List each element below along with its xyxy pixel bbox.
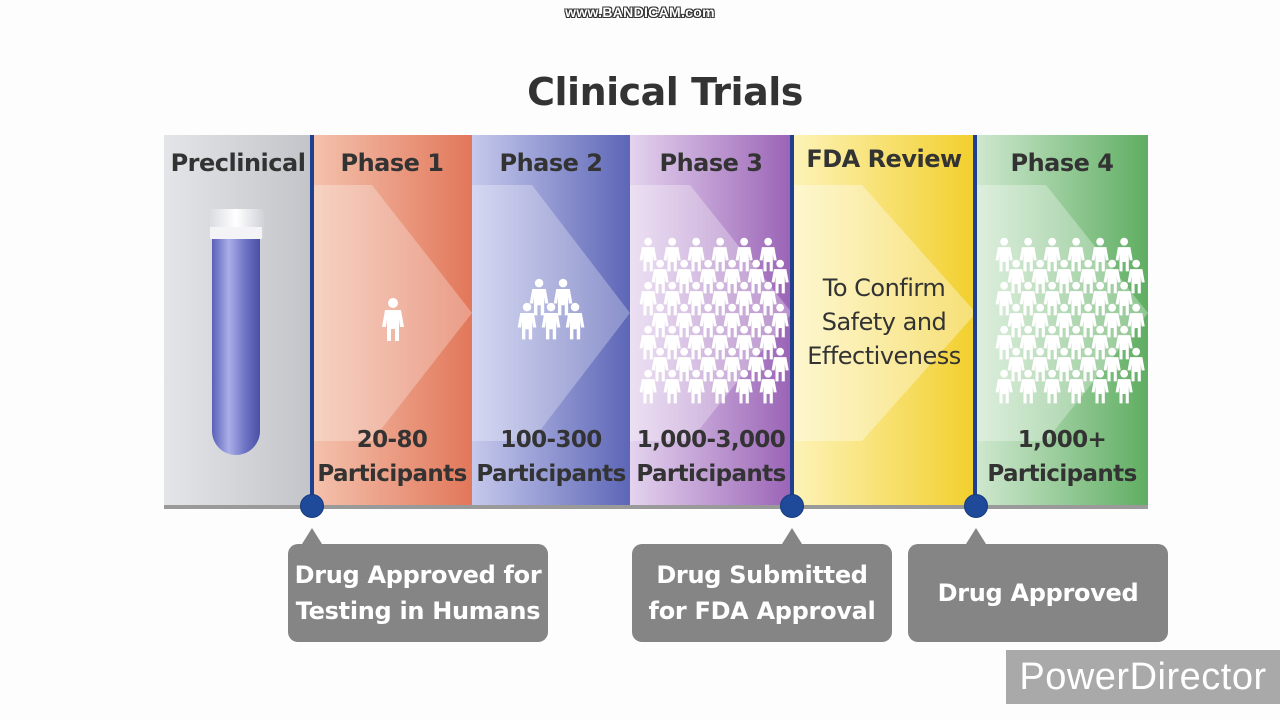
callout-text: for FDA Approval — [648, 597, 876, 625]
participant-count: 1,000+ Participants — [976, 423, 1148, 491]
milestone-line — [973, 135, 977, 507]
people-crowd-icon — [994, 237, 1148, 417]
stage-label: Phase 1 — [340, 149, 445, 177]
milestone-callout-approved: Drug Approved — [908, 528, 1168, 642]
callout-text: Testing in Humans — [295, 597, 541, 625]
callout-pointer — [302, 528, 322, 544]
milestone-dot — [780, 494, 804, 518]
callout-text: Drug Submitted — [656, 561, 868, 589]
stage-preclinical: Preclinical — [164, 135, 312, 507]
fda-text-line: Effectiveness — [807, 342, 961, 370]
count-value: 20-80 — [356, 427, 428, 453]
count-unit: Participants — [636, 461, 786, 487]
milestone-line — [310, 135, 314, 507]
chevron-arrow-icon — [792, 185, 976, 441]
stage-fda-review: FDA Review To Confirm Safety and Effecti… — [792, 135, 976, 507]
timeline-baseline — [164, 505, 1148, 509]
count-unit: Participants — [987, 461, 1137, 487]
test-tube-icon — [204, 205, 268, 465]
milestone-line — [790, 135, 794, 507]
stage-label: Phase 3 — [659, 149, 764, 177]
callout-pointer — [966, 528, 986, 544]
count-value: 1,000-3,000 — [636, 427, 786, 453]
powerdirector-watermark: PowerDirector — [1006, 650, 1280, 704]
callout-text: Drug Approved — [937, 579, 1139, 607]
count-unit: Participants — [317, 461, 467, 487]
diagram-title: Clinical Trials — [527, 70, 803, 114]
count-unit: Participants — [476, 461, 626, 487]
stage-label: Phase 2 — [499, 149, 604, 177]
milestone-dot — [964, 494, 988, 518]
callout-pointer — [782, 528, 802, 544]
participant-count: 100-300 Participants — [472, 423, 630, 491]
callout-text: Drug Approved for — [294, 561, 542, 589]
milestone-callout-submitted: Drug Submitted for FDA Approval — [632, 528, 892, 642]
stage-phase-2: Phase 2 100-300 Participants — [472, 135, 630, 507]
participant-count: 1,000-3,000 Participants — [630, 423, 792, 491]
fda-text-line: To Confirm — [822, 274, 946, 302]
stage-label: FDA Review — [806, 145, 962, 173]
people-group-icon — [514, 278, 594, 358]
person-icon — [380, 297, 406, 343]
people-crowd-icon — [638, 237, 792, 417]
fda-review-description: To Confirm Safety and Effectiveness — [792, 271, 976, 373]
stage-label: Preclinical — [170, 149, 306, 177]
count-value: 1,000+ — [1017, 427, 1107, 453]
stage-phase-4: Phase 4 1,000+ Participants — [976, 135, 1148, 507]
participant-count: 20-80 Participants — [312, 423, 472, 491]
milestone-callout-testing: Drug Approved for Testing in Humans — [288, 528, 548, 642]
stage-phase-3: Phase 3 1,000-3,000 Participants — [630, 135, 792, 507]
fda-text-line: Safety and — [821, 308, 947, 336]
chevron-arrow-icon — [472, 185, 630, 441]
milestone-dot — [300, 494, 324, 518]
count-value: 100-300 — [500, 427, 602, 453]
stage-label: Phase 4 — [1010, 149, 1115, 177]
stage-phase-1: Phase 1 20-80 Participants — [312, 135, 472, 507]
bandicam-watermark: www.BANDICAM.com — [565, 4, 715, 20]
